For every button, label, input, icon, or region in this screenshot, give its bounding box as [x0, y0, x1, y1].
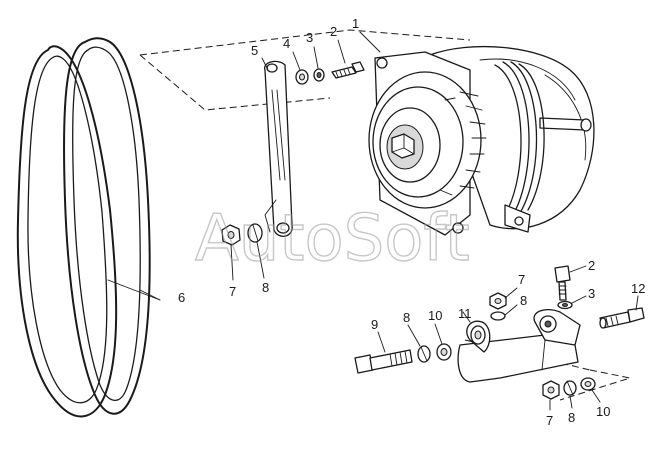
callout-2-top: 2 [330, 24, 337, 39]
leader-6 [107, 279, 161, 301]
alignment-frame [139, 29, 631, 401]
callout-5: 5 [251, 43, 258, 58]
right-bolt [554, 265, 587, 310]
bottom-fasteners [542, 377, 601, 411]
leaders-top [261, 31, 381, 71]
callout-10-bottom: 10 [596, 404, 610, 419]
tensioner-bracket [457, 308, 581, 383]
callout-12: 12 [631, 281, 645, 296]
callout-7-mid: 7 [518, 272, 525, 287]
callout-7-left: 7 [229, 284, 236, 299]
watermark-text: AutoSoft [195, 202, 470, 276]
callout-11: 11 [458, 306, 472, 321]
drive-belt [16, 37, 151, 418]
alternator [368, 45, 595, 236]
callout-4: 4 [283, 36, 290, 51]
mid-fasteners [489, 287, 518, 321]
callout-3-right: 3 [588, 286, 595, 301]
callout-7-bottom: 7 [546, 413, 553, 428]
adjusting-bar [264, 60, 293, 237]
callout-8-bottom: 8 [568, 410, 575, 425]
callout-6: 6 [178, 290, 185, 305]
left-fasteners [221, 223, 265, 281]
callout-8-bolt: 8 [403, 310, 410, 325]
callout-8-mid: 8 [520, 293, 527, 308]
callout-9: 9 [371, 317, 378, 332]
top-fasteners [295, 61, 365, 85]
callout-labels: 5 4 3 2 1 6 7 8 7 8 2 3 12 9 8 10 11 7 8… [178, 16, 645, 428]
tension-stud [599, 295, 645, 329]
callout-3-top: 3 [306, 30, 313, 45]
callout-10-bolt: 10 [428, 308, 442, 323]
callout-2-right: 2 [588, 258, 595, 273]
callout-1: 1 [352, 16, 359, 31]
pivot-bolt [354, 323, 452, 374]
callout-8-left: 8 [262, 280, 269, 295]
